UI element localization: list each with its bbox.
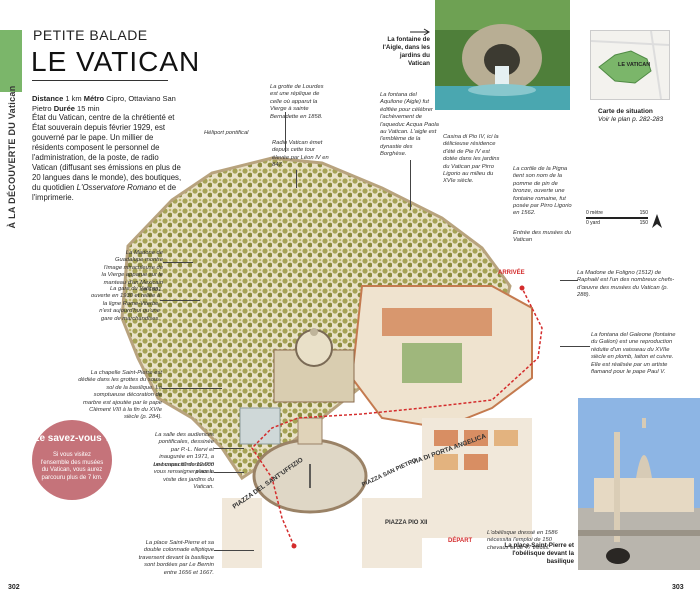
callout-obelisque: L'obélisque dressé en 1586 nécessita l'e… [487,530,558,551]
metro-label: Métro [83,94,105,103]
leader-line [163,262,193,263]
metro-value: Cipro, Ottaviano San Pietro [32,94,176,113]
duration-label: Durée [53,104,75,113]
callout-fontana-galeone: La fontana del Galeone (fontaine du Gali… [591,332,676,376]
callout-casina-pio: Casina di Pio IV, ici la délicieuse rési… [443,134,500,185]
savez-vous-title: Le savez-vous ? [33,433,111,444]
intro-newspaper: L'Osservatore Romano [76,183,157,192]
audience-hall [239,407,281,445]
duration-value: 15 min [77,104,100,113]
intro-text: État du Vatican, centre de la chrétienté… [32,113,182,192]
scale-yards-label: 0 yard [586,220,600,226]
page-number-right: 303 [672,584,684,591]
title-rule [32,80,168,81]
st-peters-caption: La place Saint-Pierre et l'obélisque dev… [504,542,574,565]
locator-map [590,30,670,100]
leader-line [560,346,590,347]
callout-depart: DÉPART [448,538,473,544]
intro-text-end: et de l'imprimerie. [32,183,177,202]
piazza-pio-label: PIAZZA PIO XII [385,520,428,526]
leader-line [285,112,286,152]
scale-meters-label: 0 mètre [586,210,603,216]
leader-line [162,388,222,389]
leader-line [214,472,244,473]
callout-salle-audiences: La salle des audiences pontificales, des… [153,432,214,476]
museum-wing [382,308,492,336]
callout-cortile-pigna: La cortile de la Pigna tient son nom de … [513,166,572,217]
leader-line [410,160,411,210]
borgo-block [362,498,422,568]
callout-fontana-aquilone: La fontana del Aquilone (Aigle) fut édif… [380,92,439,158]
callout-gare-vatican: La gare du Vatican, ouverte en 1930 et r… [91,286,160,322]
callout-madone-foligno: La Madone de Foligno (1512) de Raphaël e… [577,270,675,299]
st-peters-photo [578,398,700,570]
distance-value: 1 km [65,94,82,103]
departure-point [291,543,297,549]
callout-chapelle-st-pierre: La chapelle Saint-Pierre est dédiée dans… [78,370,162,421]
borgo-block [434,430,458,446]
callout-entree-musees: Entrée des musées du Vatican [513,230,572,244]
callout-bureau-information: Le bureau d'information vous renseignera… [153,462,214,491]
callout-radio-vatican: Radio Vatican émet depuis cette tour éle… [272,140,329,169]
borgo-block [464,430,488,446]
scale-yards-value: 150 [639,220,648,226]
square-approach [297,417,323,445]
arrival-point [519,285,525,291]
vatican-illustrated-map [120,156,543,568]
scale-meters-value: 150 [639,210,648,216]
section-side-label: À LA DÉCOUVERTE DU Vatican [7,85,17,229]
section-tab [0,30,22,92]
savez-vous-text: Si vous visitez l'ensemble des musées du… [40,452,104,481]
callout-madone-guadalupe: La Madone de Guadalupe montre l'image mi… [101,250,163,294]
walk-info: Distance 1 km Métro Cipro, Ottaviano San… [32,94,182,114]
leader-line [296,170,297,188]
locator-caption-title: Carte de situation [598,108,653,115]
intro-paragraph: État du Vatican, centre de la chrétienté… [32,113,182,203]
callout-heliport: Héliport pontifical [204,130,249,136]
savez-vous-badge: Le savez-vous ? Si vous visitez l'ensemb… [32,420,112,500]
borgo-block [464,454,488,470]
borgo-block [434,454,458,470]
locator-caption-text: Voir le plan p. 282-283 [598,116,664,123]
distance-label: Distance [32,94,64,103]
leader-line [160,300,200,301]
walk-route [251,287,543,547]
page-kicker: PETITE BALADE [33,27,148,43]
callout-grotte-lourdes: La grotte de Lourdes est une réplique de… [270,84,324,120]
fountain-photo [435,0,570,110]
callout-place-st-pierre: La place Saint-Pierre et sa double colon… [138,540,214,576]
borgo-block [222,498,262,568]
locator-label: LE VATICAN [618,62,651,68]
leader-line [560,280,578,281]
fountain-photo-caption: La fontaine de l'Aigle, dans les jardins… [382,36,430,67]
dome-lantern [310,328,318,336]
borgo-block [494,430,518,446]
cortile-garden [402,343,462,383]
callout-arrivee: ARRIVÉE [498,270,525,276]
leader-line [214,550,254,551]
north-arrow-icon [652,214,662,228]
locator-caption: Carte de situation Voir le plan p. 282-2… [598,108,698,124]
page-number-left: 302 [8,584,20,591]
map-scale: 0 mètre 150 0 yard 150 [586,210,648,226]
leader-line [214,448,244,449]
page-title: LE VATICAN [31,46,201,77]
arrow-right-icon [410,28,430,36]
